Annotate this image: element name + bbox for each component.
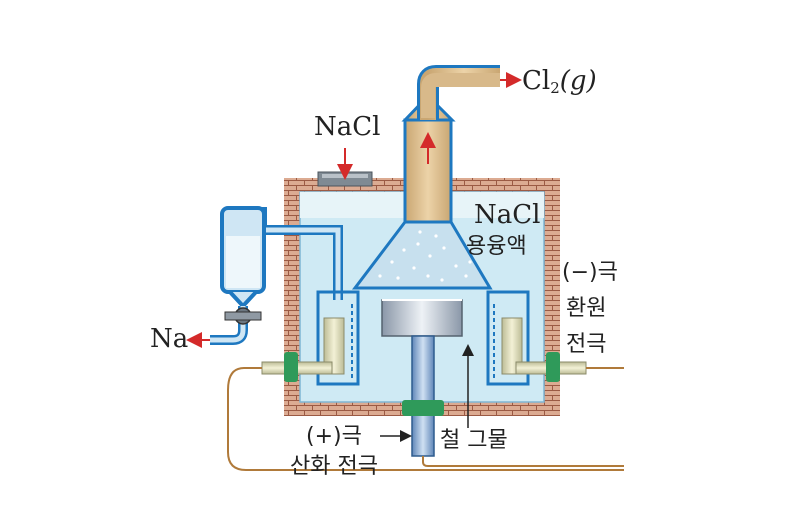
cl2-gas-label: Cl2(g) xyxy=(522,68,597,96)
cathode-label: (−)극 xyxy=(562,260,618,285)
cathode-reduction-label: 환원 xyxy=(566,296,607,321)
sodium-label: Na xyxy=(150,324,189,354)
electrode-seals xyxy=(284,352,560,416)
left-cathode-chamber xyxy=(261,290,360,386)
cl2-symbol: Cl xyxy=(522,66,551,96)
nacl-feed-label: NaCl xyxy=(314,112,381,142)
cl2-state: (g) xyxy=(559,66,597,96)
iron-mesh-label: 철 그물 xyxy=(440,428,508,453)
molten-label-korean: 용융액 xyxy=(466,234,527,259)
anode-label: (+)극 xyxy=(306,424,362,449)
sodium-collection-pipe xyxy=(210,206,343,345)
sodium-valve xyxy=(224,307,262,325)
anode-oxidation-label: 산화 전극 xyxy=(290,454,378,479)
cl2-subscript: 2 xyxy=(550,79,560,97)
chlorine-bubbles xyxy=(378,230,472,282)
nacl-feed-inlet xyxy=(317,171,373,187)
chlorine-outlet-pipe xyxy=(417,65,500,120)
cathode-electrode-label: 전극 xyxy=(566,332,607,357)
external-wiring xyxy=(227,367,624,471)
molten-nacl-label: NaCl xyxy=(474,200,541,230)
